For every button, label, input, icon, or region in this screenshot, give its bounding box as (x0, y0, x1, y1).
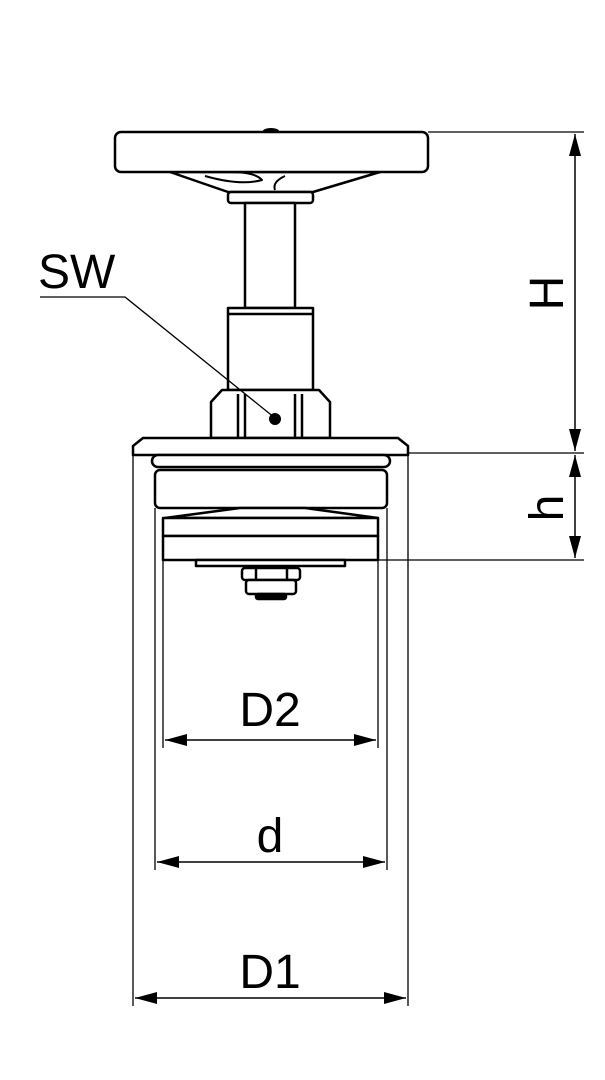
handwheel (113, 128, 430, 205)
sw-callout (40, 296, 281, 425)
cone (163, 506, 380, 520)
body (153, 468, 389, 510)
flange (131, 436, 410, 457)
disc-lower (161, 534, 380, 562)
bonnet (226, 306, 315, 392)
label-d: d (257, 810, 284, 863)
plate (194, 558, 347, 568)
extension-lines (132, 131, 584, 1006)
label-h: h (521, 495, 574, 522)
label-D2: D2 (239, 684, 300, 737)
o-ring (150, 453, 392, 469)
label-sw: SW (38, 246, 116, 299)
label-H: H (521, 276, 574, 311)
label-D1: D1 (239, 946, 300, 999)
bottom-nut (240, 566, 302, 601)
disc-upper (161, 516, 380, 538)
stem (243, 201, 297, 310)
